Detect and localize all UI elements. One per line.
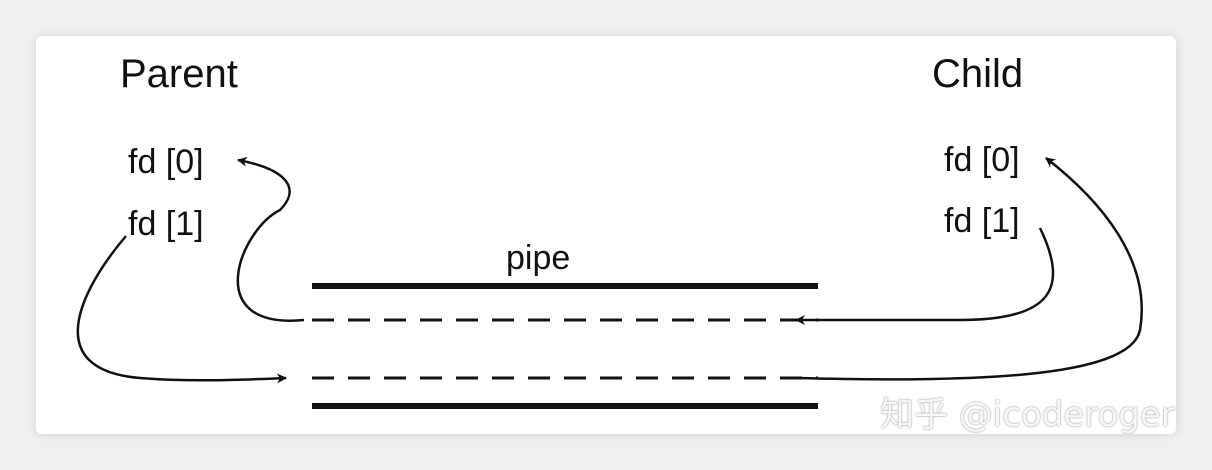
arrow-child-fd1-to-pipe	[795, 227, 1055, 325]
parent-fd0-label: fd [0]	[128, 143, 204, 181]
parent-title: Parent	[120, 52, 238, 96]
pipe-label: pipe	[506, 239, 571, 277]
arrow-pipe-to-parent-fd0	[236, 156, 305, 322]
child-fd1-label: fd [1]	[944, 202, 1020, 240]
parent-fd1-label: fd [1]	[128, 205, 204, 243]
arrow-pipe-to-child-fd0	[795, 157, 1143, 381]
diagram-card	[36, 36, 1176, 434]
arrow-parent-fd1-to-pipe	[76, 235, 287, 384]
watermark: 知乎 @icoderoger	[880, 395, 1175, 435]
child-title: Child	[932, 52, 1024, 96]
child-fd0-label: fd [0]	[944, 141, 1020, 179]
